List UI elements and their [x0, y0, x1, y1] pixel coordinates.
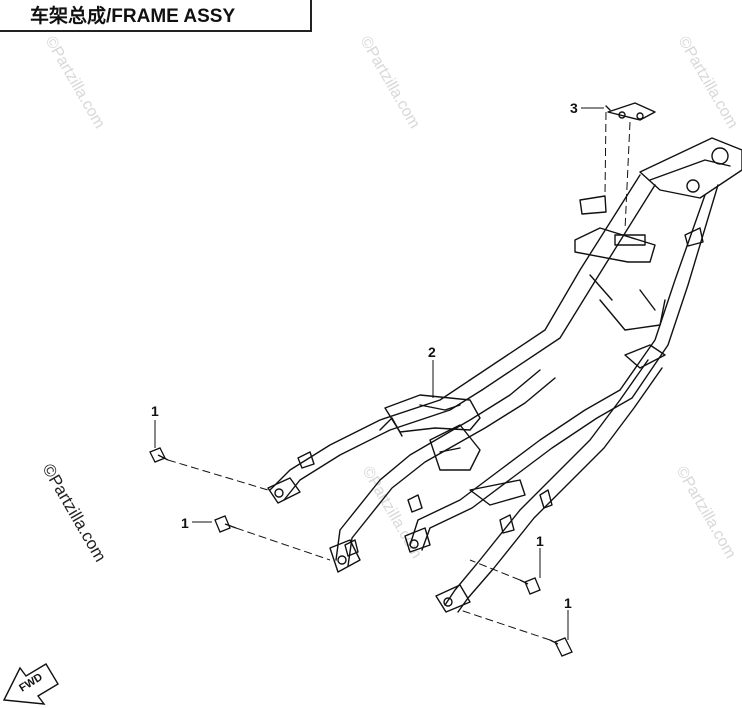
rear-plate — [639, 137, 742, 199]
main-rail-right-b — [457, 367, 663, 613]
center-gusset — [429, 424, 481, 471]
rear-bracket — [607, 102, 656, 121]
callout-leaders — [154, 107, 604, 640]
callout-1d: 1 — [564, 595, 572, 611]
title-box: 车架总成/FRAME ASSY — [0, 0, 312, 32]
lower-gusset — [469, 479, 526, 506]
main-rail-lower-left-a — [335, 369, 541, 561]
fwd-arrow: FWD — [2, 663, 59, 705]
main-rail-upper-left-a — [269, 379, 471, 491]
callout-1b: 1 — [181, 515, 189, 531]
fwd-arrow-icon — [2, 663, 59, 705]
main-rail-mid-b — [421, 397, 633, 551]
watermark-5: ©Partzilla.com — [673, 464, 739, 562]
watermark-2: ©Partzilla.com — [357, 34, 423, 132]
upper-rail-left-a — [469, 174, 641, 381]
rear-plate-hole-2 — [686, 179, 700, 193]
bolt-1 — [149, 447, 169, 463]
watermark-4: ©Partzilla.com — [359, 464, 425, 562]
bolt-2 — [214, 515, 237, 533]
bolts — [149, 447, 573, 657]
watermarks: ©Partzilla.com ©Partzilla.com ©Partzilla… — [39, 34, 741, 566]
front-ear-2 — [329, 539, 361, 573]
frame-drawing — [267, 102, 742, 613]
front-ear-1 — [267, 477, 301, 504]
mid-bracket — [624, 344, 666, 369]
callout-3: 3 — [570, 100, 578, 116]
front-ear-4 — [435, 584, 471, 613]
center-crossmember — [384, 394, 481, 433]
callout-1c: 1 — [536, 533, 544, 549]
main-rail-right-a — [444, 359, 649, 606]
main-rail-mid-a — [409, 389, 621, 546]
upper-rail-right-b — [631, 184, 719, 399]
main-rail-lower-left-b — [347, 377, 556, 567]
leader-lines — [167, 111, 631, 641]
mid-loop — [599, 299, 666, 331]
watermark-1: ©Partzilla.com — [42, 34, 108, 132]
watermark-3: ©Partzilla.com — [675, 34, 741, 132]
callout-1a: 1 — [151, 403, 159, 419]
side-tab — [579, 195, 607, 215]
upper-rail-right-a — [619, 194, 706, 391]
upper-rail-left-b — [481, 184, 656, 391]
right-tab — [684, 227, 704, 247]
top-crossmember — [574, 227, 656, 263]
callouts: 1 1 1 1 2 3 — [151, 100, 578, 611]
page-title: 车架总成/FRAME ASSY — [30, 6, 236, 27]
bolt-3 — [519, 577, 541, 595]
watermark-dark: ©Partzilla.com — [39, 461, 110, 566]
front-ear-3 — [404, 527, 431, 553]
callout-2: 2 — [428, 344, 436, 360]
bolt-4 — [549, 637, 573, 657]
